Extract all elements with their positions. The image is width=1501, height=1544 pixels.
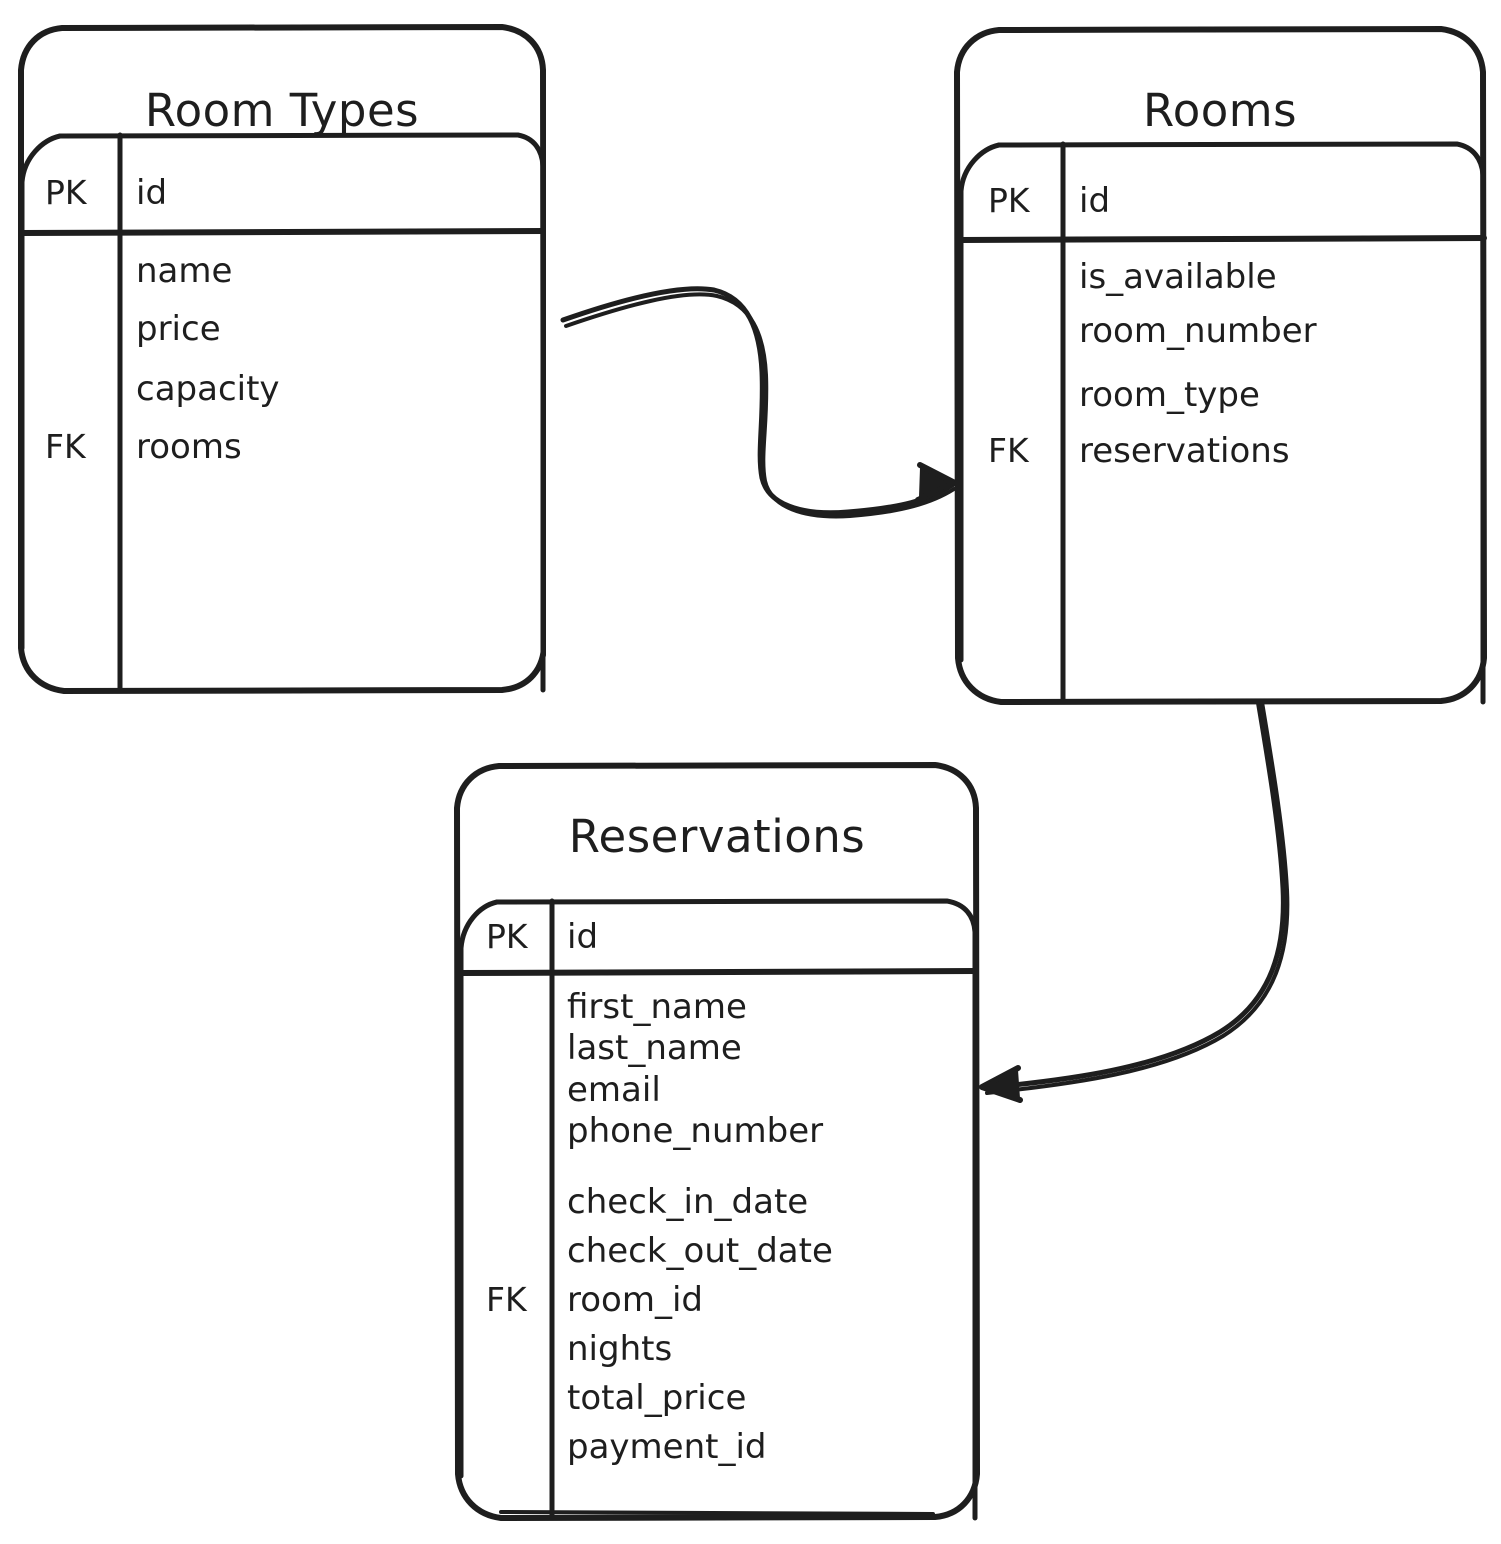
entity-rooms-field-is-available: is_available bbox=[1079, 257, 1277, 297]
entity-reservations-field-id: id bbox=[567, 917, 599, 957]
entity-room-types-field-capacity: capacity bbox=[136, 369, 280, 409]
entity-reservations-field-check-out-date: check_out_date bbox=[567, 1231, 833, 1271]
entity-rooms-field-room-number: room_number bbox=[1079, 311, 1317, 351]
entity-rooms-field-room-type: room_type bbox=[1079, 375, 1260, 415]
entity-rooms-field-id: id bbox=[1079, 181, 1111, 221]
entity-rooms[interactable]: Rooms PK FK id is_available room_number … bbox=[953, 26, 1487, 706]
entity-reservations-field-last-name: last_name bbox=[567, 1028, 742, 1068]
entity-room-types-pk-label: PK bbox=[45, 173, 87, 212]
entity-reservations[interactable]: Reservations PK FK id first_name last_na… bbox=[453, 762, 981, 1522]
relationship-rooms-to-reservations[interactable] bbox=[979, 697, 1290, 1103]
entity-reservations-field-room-id: room_id bbox=[567, 1280, 703, 1320]
entity-room-types-field-price: price bbox=[136, 309, 221, 349]
entity-rooms-field-reservations: reservations bbox=[1079, 431, 1290, 471]
entity-reservations-field-payment-id: payment_id bbox=[567, 1427, 767, 1467]
entity-room-types-fk-label: FK bbox=[45, 427, 86, 466]
entity-rooms-fk-label: FK bbox=[988, 431, 1029, 470]
entity-room-types[interactable]: Room Types PK FK id name price capacity … bbox=[18, 24, 546, 694]
entity-reservations-field-check-in-date: check_in_date bbox=[567, 1182, 809, 1222]
entity-rooms-title: Rooms bbox=[1142, 84, 1298, 137]
entity-reservations-field-first-name: first_name bbox=[567, 987, 747, 1027]
entity-room-types-field-rooms: rooms bbox=[136, 427, 242, 467]
entity-rooms-pk-label: PK bbox=[988, 181, 1030, 220]
entity-reservations-fk-label: FK bbox=[486, 1280, 527, 1319]
entity-reservations-title: Reservations bbox=[568, 810, 866, 863]
entity-reservations-field-email: email bbox=[567, 1070, 661, 1110]
relationship-roomtypes-to-rooms[interactable] bbox=[560, 286, 958, 519]
entity-room-types-title: Room Types bbox=[144, 84, 420, 137]
entity-room-types-field-name: name bbox=[136, 251, 233, 291]
entity-reservations-field-total-price: total_price bbox=[567, 1378, 747, 1418]
entity-reservations-pk-label: PK bbox=[486, 917, 528, 956]
entity-reservations-field-phone-number: phone_number bbox=[567, 1111, 824, 1151]
entity-reservations-field-nights: nights bbox=[567, 1329, 673, 1369]
entity-room-types-field-id: id bbox=[136, 173, 168, 213]
